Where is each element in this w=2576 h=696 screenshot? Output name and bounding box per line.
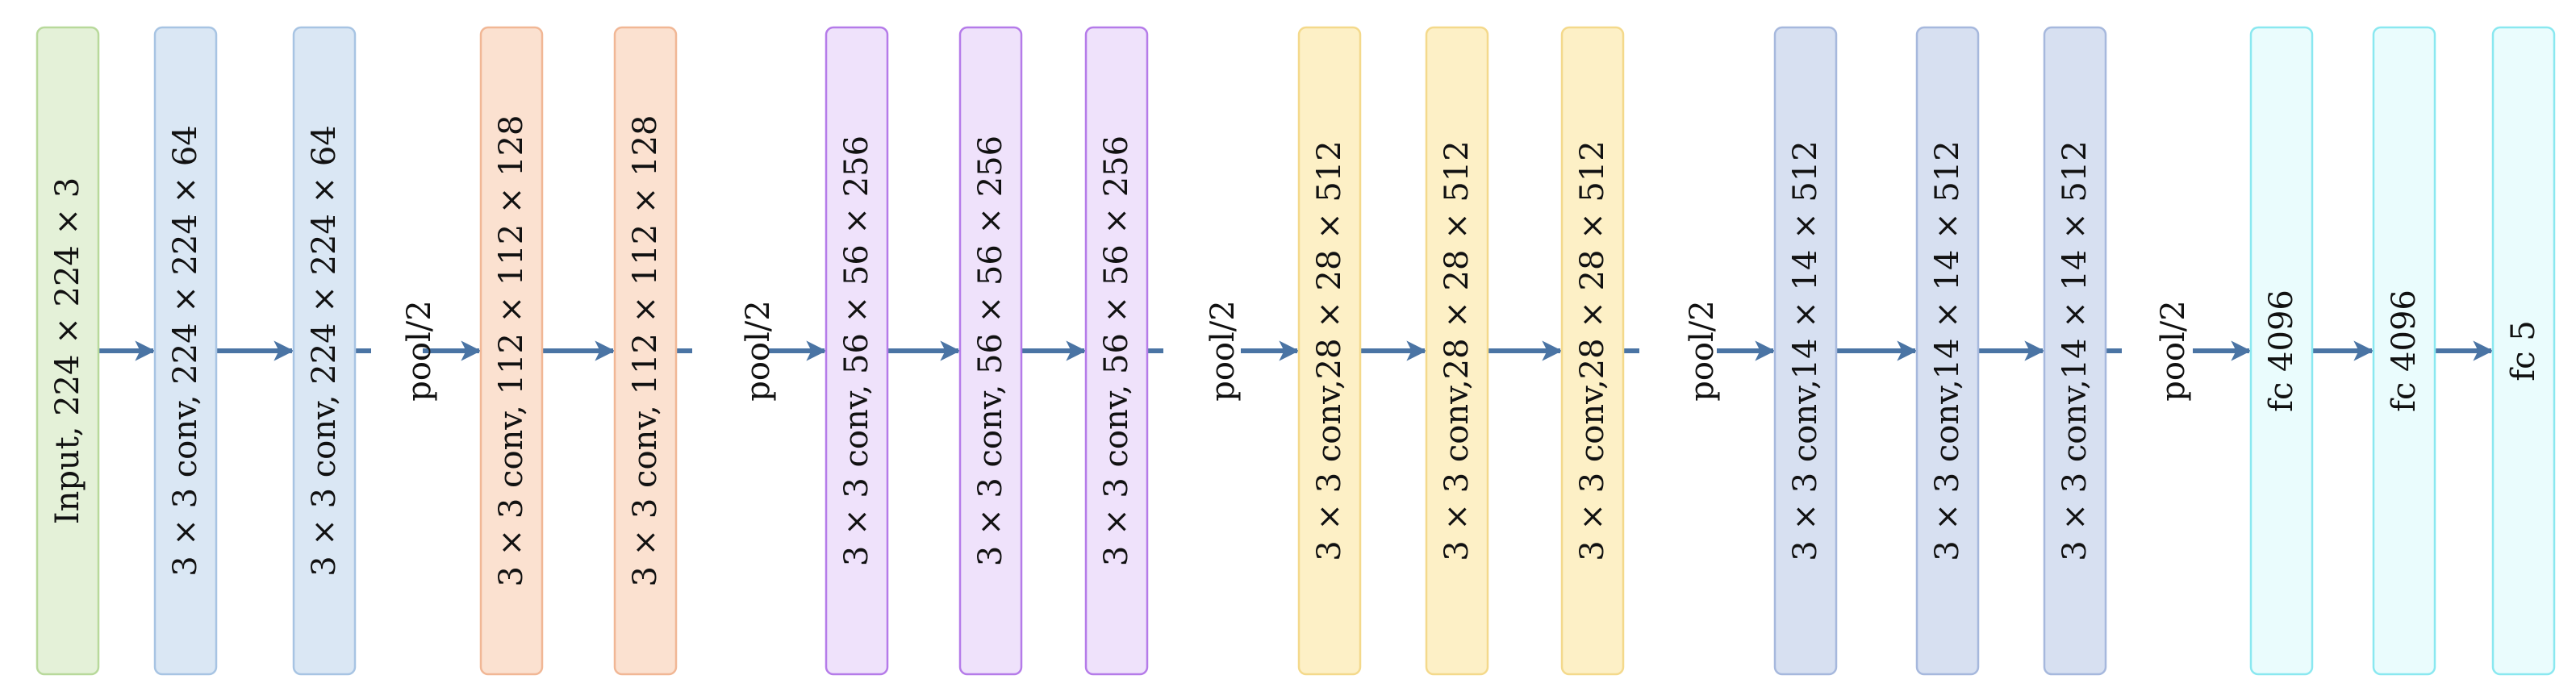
layer-block-box	[2372, 26, 2436, 676]
layer-block: 3 × 3 conv, 56 × 56 × 256	[958, 26, 1023, 676]
connections-layer: pool/2 pool/2 pool/2 pool/2 pool/2	[98, 300, 2494, 402]
pool-connector: pool/2	[1147, 300, 1300, 402]
layer-block: 3 × 3 conv, 112 × 112 × 128	[479, 26, 544, 676]
layer-block: 3 × 3 conv,28 × 28 × 512	[1560, 26, 1625, 676]
layer-block: 3 × 3 conv, 56 × 56 × 256	[1084, 26, 1149, 676]
pool-label: pool/2	[401, 300, 438, 402]
layer-label: 3 × 3 conv, 56 × 56 × 256	[972, 135, 1009, 566]
layer-block: 3 × 3 conv,14 × 14 × 512	[1773, 26, 1838, 676]
layer-block: 3 × 3 conv, 56 × 56 × 256	[825, 26, 889, 676]
layer-block-box	[1773, 26, 1838, 676]
layer-label: 3 × 3 conv, 56 × 56 × 256	[838, 135, 875, 566]
layer-label: fc 4096	[2386, 290, 2423, 412]
layer-label: fc 4096	[2263, 290, 2300, 412]
pool-label: pool/2	[1684, 300, 1721, 402]
pool-label: pool/2	[2155, 300, 2192, 402]
layer-block-box	[825, 26, 889, 676]
layer-block-box	[1297, 26, 1362, 676]
layer-label: 3 × 3 conv,14 × 14 × 512	[2056, 140, 2094, 561]
layer-block-box	[35, 26, 100, 676]
layer-block-box	[2043, 26, 2107, 676]
layer-block-box	[153, 26, 218, 676]
layer-block-box	[479, 26, 544, 676]
layer-label: 3 × 3 conv,14 × 14 × 512	[1929, 140, 1966, 561]
layer-label: 3 × 3 conv,28 × 28 × 512	[1311, 140, 1348, 561]
layer-block: 3 × 3 conv,14 × 14 × 512	[2043, 26, 2107, 676]
layer-block-box	[2491, 26, 2556, 676]
layer-label: 3 × 3 conv,28 × 28 × 512	[1438, 140, 1476, 561]
pool-label: pool/2	[1204, 300, 1242, 402]
layer-block-box	[2249, 26, 2314, 676]
layer-label: fc 5	[2505, 320, 2542, 381]
layer-block: 3 × 3 conv,28 × 28 × 512	[1425, 26, 1489, 676]
layer-block-box	[613, 26, 678, 676]
layer-block: 3 × 3 conv,28 × 28 × 512	[1297, 26, 1362, 676]
pool-connector: pool/2	[2106, 300, 2252, 402]
layer-label: 3 × 3 conv,14 × 14 × 512	[1787, 140, 1824, 561]
layer-label: 3 × 3 conv, 224 × 224 × 64	[167, 125, 204, 577]
layer-block: 3 × 3 conv, 112 × 112 × 128	[613, 26, 678, 676]
pool-connector: pool/2	[676, 300, 827, 402]
layer-block-box	[1915, 26, 1980, 676]
layer-block-box	[1425, 26, 1489, 676]
layer-block: 3 × 3 conv, 224 × 224 × 64	[153, 26, 218, 676]
pool-label: pool/2	[740, 300, 777, 402]
layer-block: Input, 224 × 224 × 3	[35, 26, 100, 676]
layer-label: 3 × 3 conv, 112 × 112 × 128	[627, 115, 664, 586]
layer-block-box	[958, 26, 1023, 676]
layer-block: fc 5	[2491, 26, 2556, 676]
layer-block: fc 4096	[2249, 26, 2314, 676]
layer-label: 3 × 3 conv, 112 × 112 × 128	[493, 115, 530, 586]
pool-connector: pool/2	[355, 300, 482, 402]
layer-block: 3 × 3 conv, 224 × 224 × 64	[292, 26, 357, 676]
layer-block-box	[292, 26, 357, 676]
layer-block: 3 × 3 conv,14 × 14 × 512	[1915, 26, 1980, 676]
layer-label: 3 × 3 conv, 56 × 56 × 256	[1098, 135, 1135, 566]
layer-block-box	[1084, 26, 1149, 676]
blocks-layer: Input, 224 × 224 × 3 3 × 3 conv, 224 × 22…	[35, 26, 2556, 676]
layer-label: 3 × 3 conv,28 × 28 × 512	[1574, 140, 1611, 561]
pool-connector: pool/2	[1623, 300, 1776, 402]
layer-block: fc 4096	[2372, 26, 2436, 676]
layer-label: Input, 224 × 224 × 3	[49, 177, 86, 524]
layer-label: 3 × 3 conv, 224 × 224 × 64	[306, 125, 343, 577]
layer-block-box	[1560, 26, 1625, 676]
